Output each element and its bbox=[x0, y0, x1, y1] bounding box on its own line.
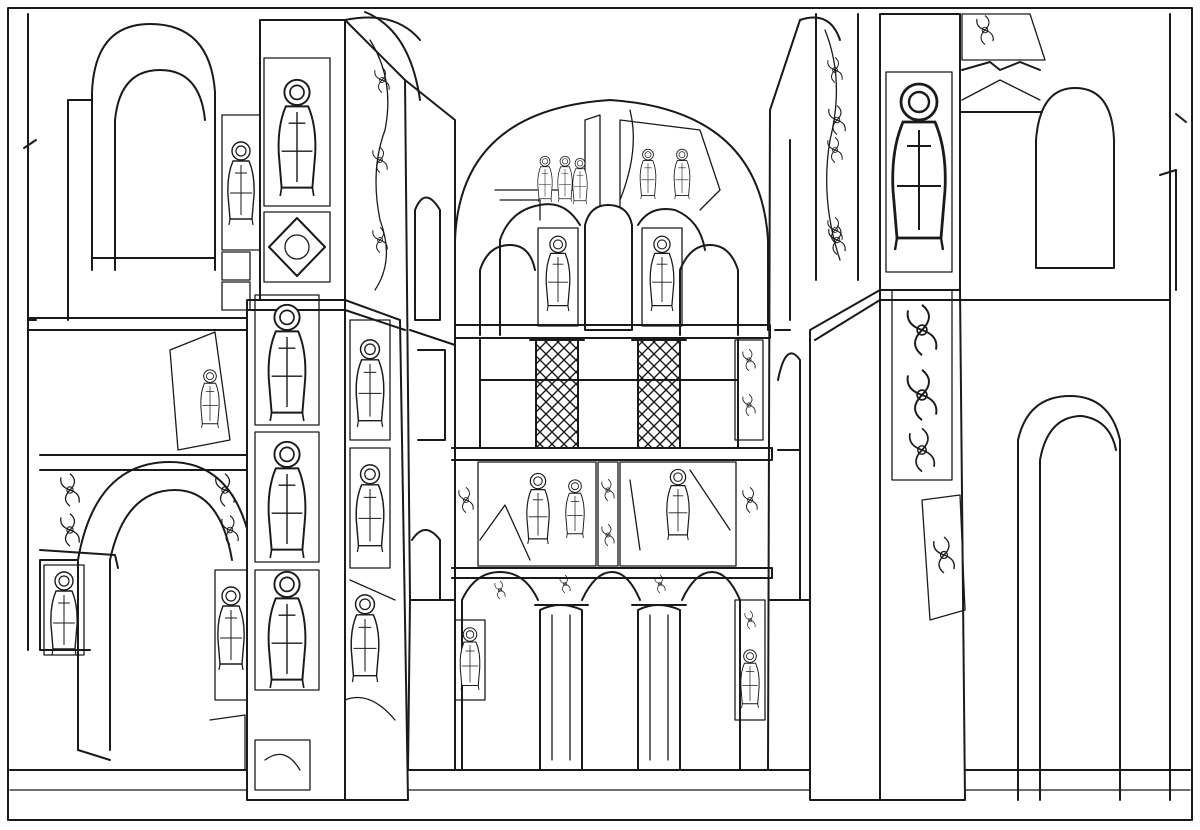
apse-upper-scenes bbox=[494, 109, 721, 221]
central-apse bbox=[451, 99, 773, 771]
background-structure bbox=[9, 13, 1191, 801]
right-inner-wall bbox=[734, 16, 843, 771]
left-wall-frescoes bbox=[43, 114, 261, 771]
right-pier bbox=[809, 13, 1046, 801]
left-pier bbox=[246, 19, 409, 801]
left-inner-wall bbox=[344, 11, 486, 771]
drawing-frame bbox=[7, 7, 1193, 821]
apse-lower-frescoes bbox=[458, 461, 758, 567]
